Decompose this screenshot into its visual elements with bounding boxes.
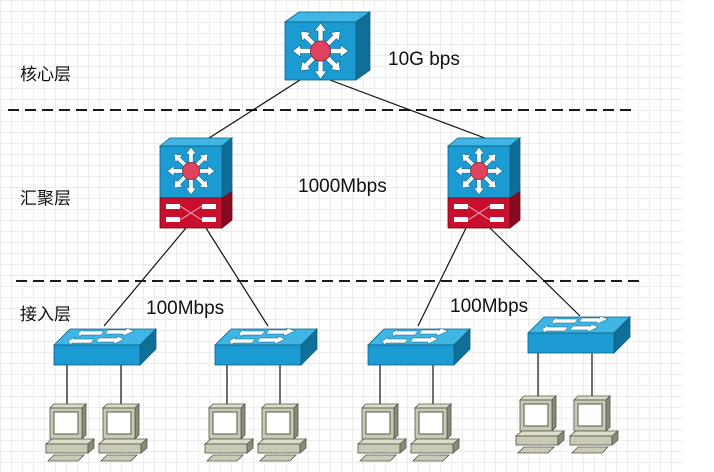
access-bandwidth-left-label: 100Mbps (146, 298, 225, 319)
link-dist1-access1 (103, 227, 187, 327)
access-switches (53, 315, 631, 366)
links (66, 79, 593, 408)
pc-1-1-icon[interactable] (45, 403, 95, 462)
link-dist2-access4 (489, 227, 581, 317)
pc-3-2-icon[interactable] (410, 403, 460, 462)
pc-4-2-icon[interactable] (569, 395, 619, 454)
core-switch-icon[interactable] (280, 11, 372, 91)
link-core-dist1 (205, 79, 301, 141)
pc-2-1-icon[interactable] (204, 403, 254, 462)
distribution-switch-2-icon[interactable] (445, 137, 522, 229)
access-switch-1-icon[interactable] (53, 327, 157, 366)
pcs (45, 395, 619, 462)
distribution-switch-1-icon[interactable] (157, 137, 234, 229)
core-bandwidth-label: 10G bps (388, 49, 460, 70)
link-core-dist2 (329, 79, 491, 141)
core-layer-label: 核心层 (20, 65, 71, 85)
access-layer-label: 接入层 (20, 305, 71, 325)
pc-2-2-icon[interactable] (257, 403, 307, 462)
access-switch-2-icon[interactable] (214, 327, 318, 366)
link-dist2-access3 (417, 227, 467, 327)
distribution-bandwidth-label: 1000Mbps (298, 176, 387, 197)
access-bandwidth-right-label: 100Mbps (450, 296, 529, 317)
pc-3-1-icon[interactable] (357, 403, 407, 462)
pc-4-1-icon[interactable] (515, 395, 565, 454)
pc-1-2-icon[interactable] (98, 403, 148, 462)
link-dist1-access2 (205, 227, 269, 327)
distribution-layer-label: 汇聚层 (20, 189, 71, 209)
access-switch-4-icon[interactable] (527, 315, 631, 354)
access-switch-3-icon[interactable] (367, 327, 471, 366)
